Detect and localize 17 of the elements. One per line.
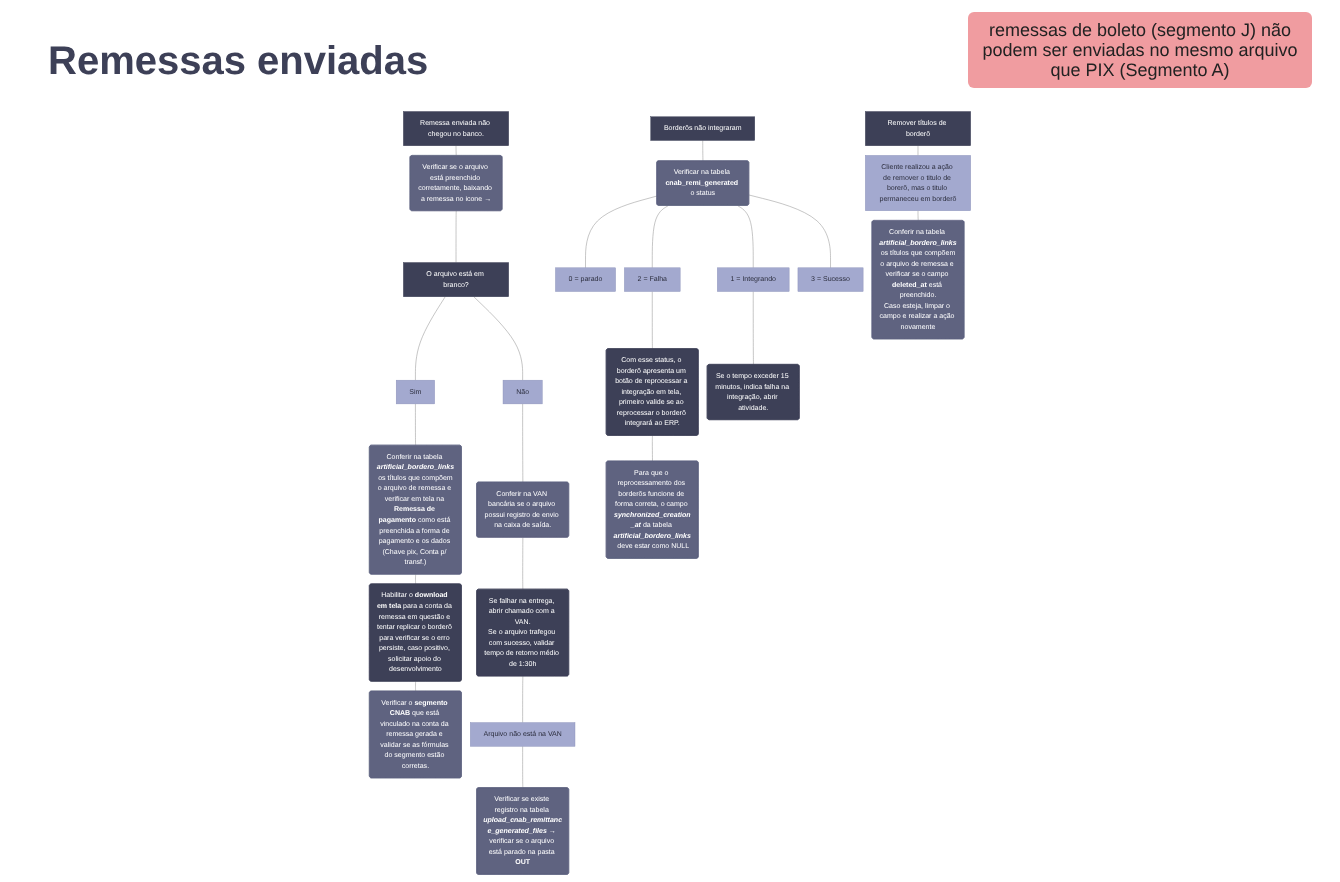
connector	[522, 403, 524, 483]
note: remessas de boleto (segmento J) não podem ser enviadas no mesmo arquivo que PIX (Segmento A)	[968, 12, 1312, 88]
connector	[652, 435, 653, 462]
diagram-title: Remessas enviadas	[48, 40, 429, 86]
connector	[748, 194, 831, 269]
connector	[651, 291, 653, 350]
connector	[522, 537, 524, 590]
connector	[651, 205, 669, 269]
connector	[522, 746, 524, 789]
connector	[702, 140, 704, 162]
connector	[415, 403, 416, 446]
connector	[585, 195, 658, 269]
connector	[415, 296, 446, 381]
connector	[473, 296, 523, 381]
connector	[752, 291, 754, 365]
connector	[737, 205, 754, 269]
connector	[522, 676, 524, 723]
